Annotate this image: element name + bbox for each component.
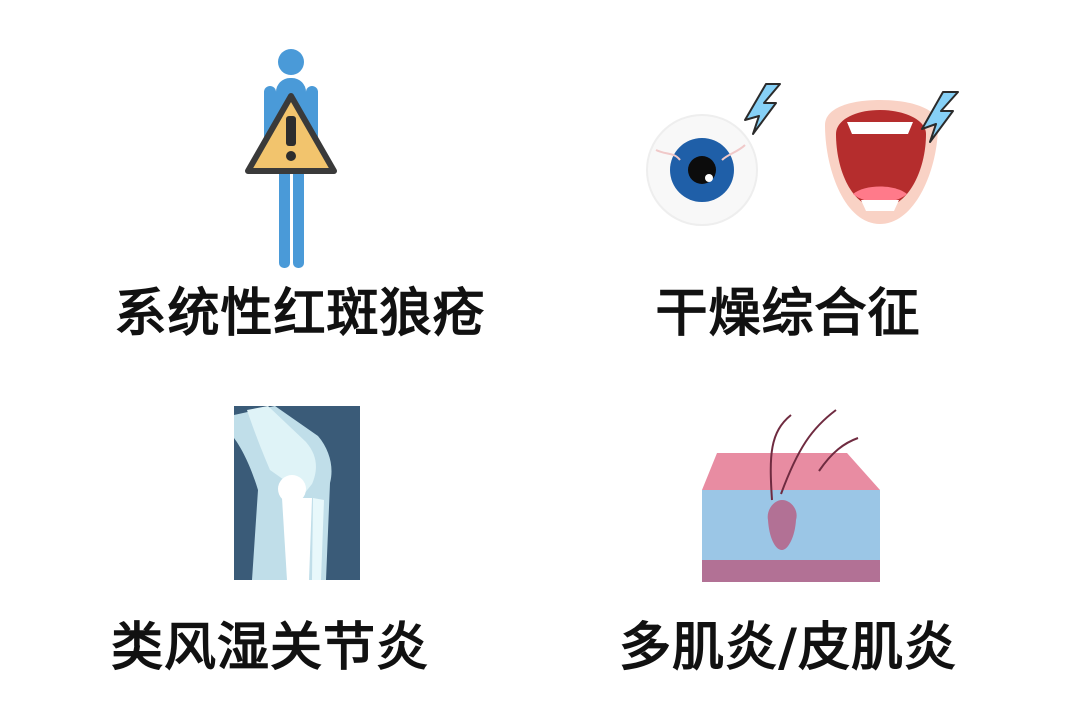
skin-layer-icon (702, 409, 880, 582)
dry-eye-mouth-icon (646, 83, 959, 226)
tile-label: 类风湿关节炎 (110, 618, 429, 678)
knee-xray-icon (234, 406, 360, 580)
tile-sjogren: 干燥综合征 (540, 0, 1080, 360)
tile-label: 干燥综合征 (655, 284, 921, 344)
tile-label: 系统性红斑狼疮 (114, 284, 486, 344)
tile-sle: 系统性红斑狼疮 (0, 0, 540, 360)
tile-label: 多肌炎/皮肌炎 (619, 618, 957, 678)
tile-ra: 类风湿关节炎 (0, 360, 540, 720)
tile-myositis: 多肌炎/皮肌炎 (540, 360, 1080, 720)
human-body-warning-icon (245, 49, 337, 268)
